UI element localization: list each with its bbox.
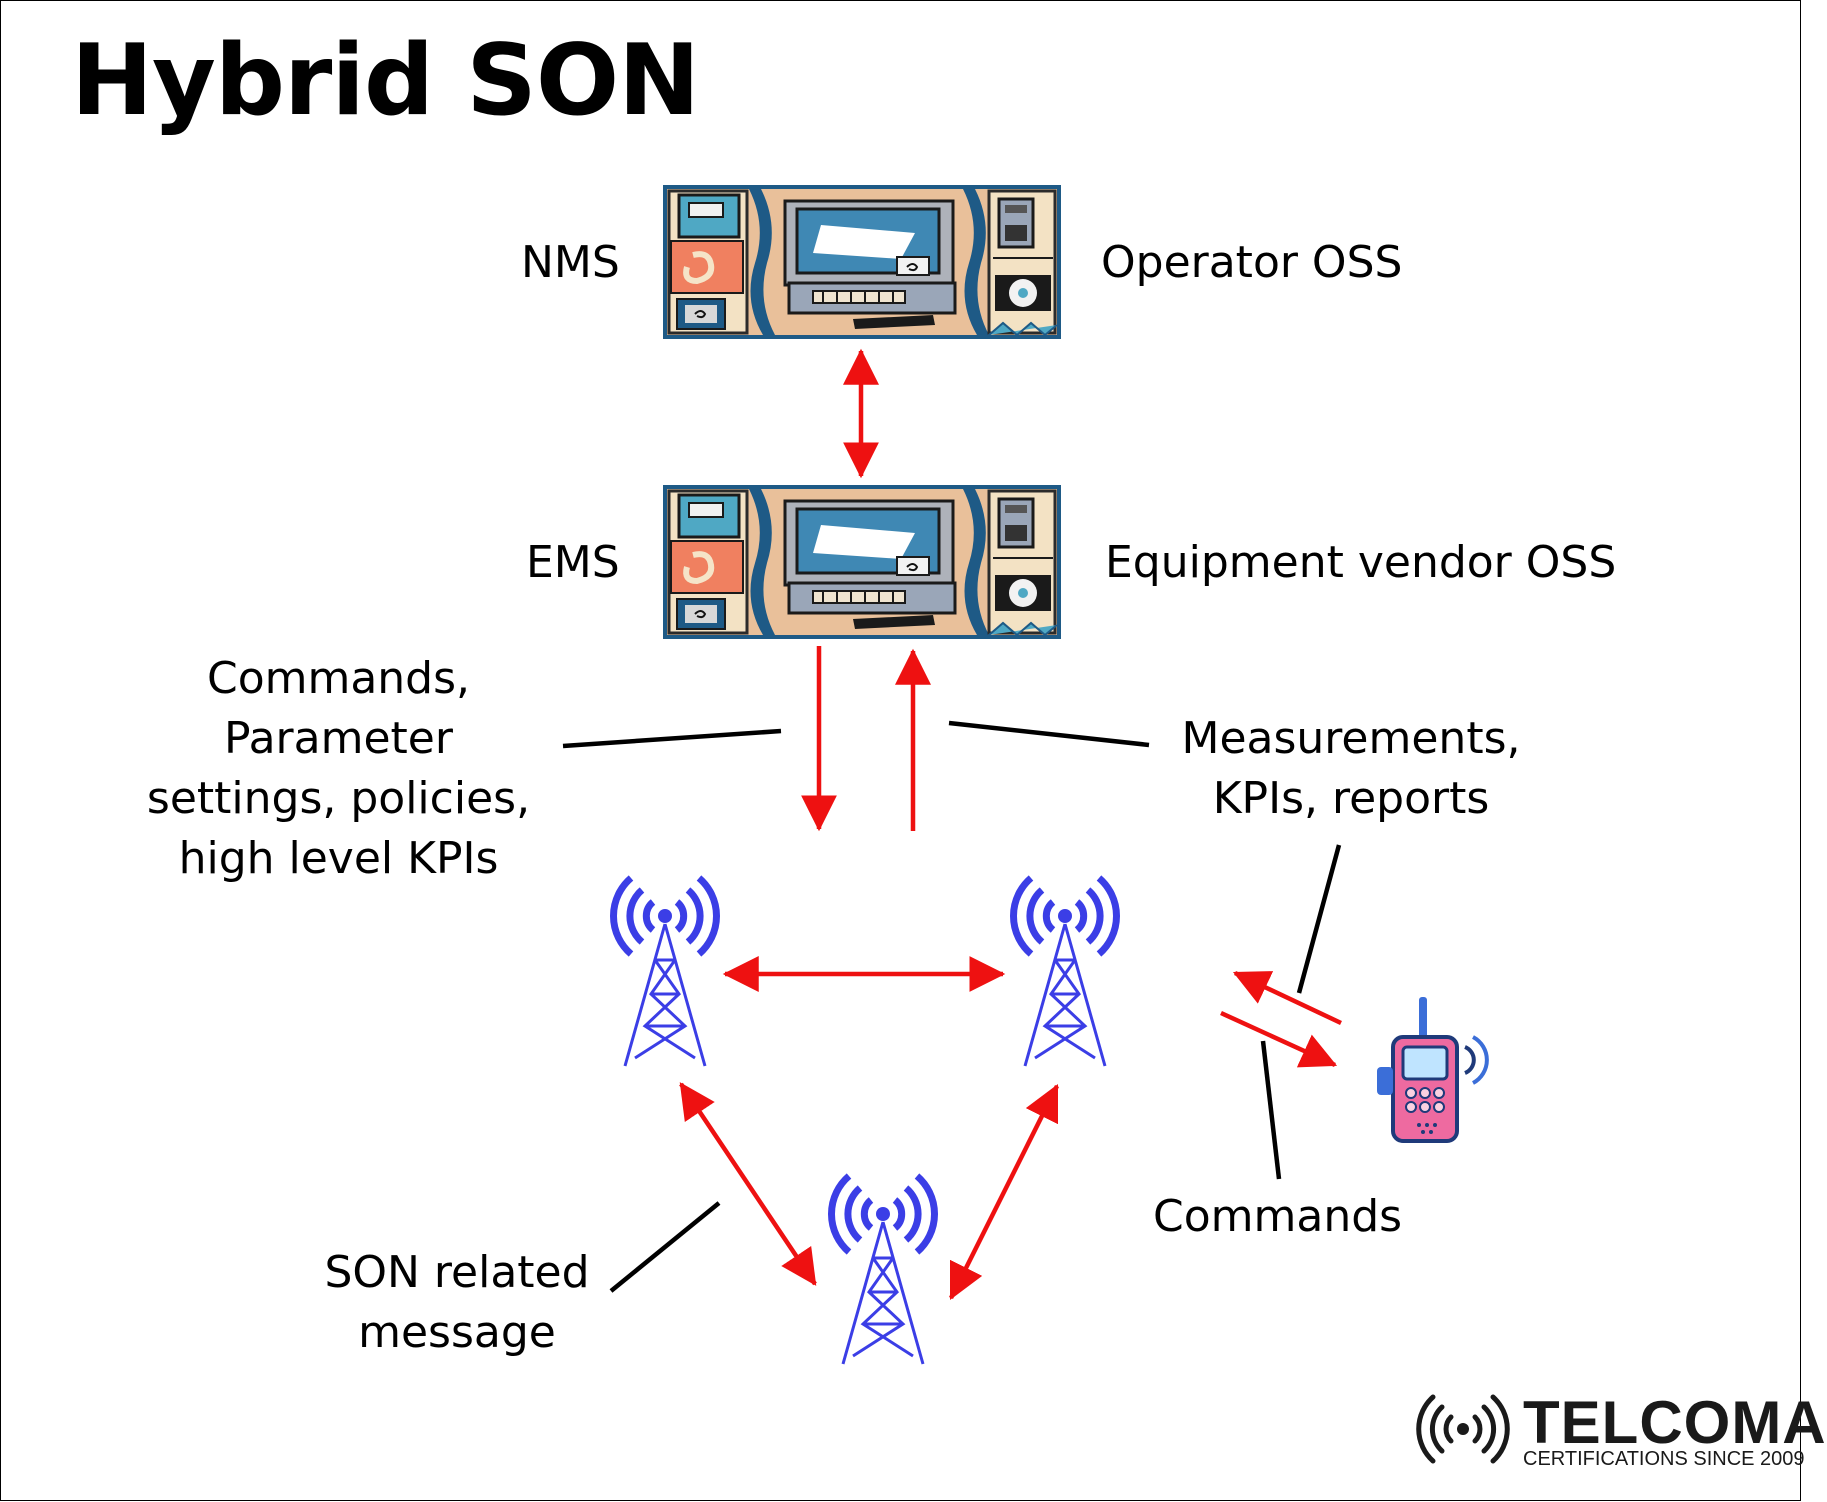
commands-ue-leader-line — [1260, 1040, 1282, 1180]
son-message-leader-line — [609, 1201, 721, 1293]
annotation-line: high level KPIs — [178, 833, 499, 884]
annotation-line: Measurements, — [1181, 713, 1521, 764]
enb-bottom-tower-icon — [831, 1176, 934, 1364]
x2-right-arrow — [948, 1083, 1060, 1301]
commands-leader-line — [562, 728, 782, 749]
measurements-annotation: Measurements, KPIs, reports — [1151, 709, 1551, 829]
son-message-annotation: SON related message — [297, 1243, 617, 1363]
annotation-line: Commands, — [206, 653, 471, 704]
annotation-line: message — [358, 1307, 556, 1358]
logo-tagline: CERTIFICATIONS SINCE 2009 — [1523, 1448, 1805, 1470]
annotation-line: KPIs, reports — [1212, 773, 1490, 824]
commands-ue-annotation: Commands — [1153, 1191, 1403, 1242]
operator-oss-label: Operator OSS — [1101, 237, 1403, 288]
equipment-vendor-oss-label: Equipment vendor OSS — [1105, 537, 1617, 588]
enb-left-tower-icon — [613, 878, 716, 1066]
nms-label: NMS — [521, 237, 620, 288]
telcoma-logo-icon — [1416, 1394, 1510, 1464]
ems-server-icon — [663, 485, 1061, 639]
page-title: Hybrid SON — [71, 24, 700, 138]
commands-parameters-annotation: Commands, Parameter settings, policies, … — [121, 649, 556, 889]
ems-label: EMS — [526, 537, 620, 588]
nms-server-icon — [663, 185, 1061, 339]
logo-wordmark: TELCOMA — [1523, 1389, 1827, 1456]
enb-to-ue-arrow — [1220, 1010, 1338, 1068]
x2-left-arrow — [679, 1082, 817, 1286]
walkie-talkie-icon — [1375, 995, 1489, 1143]
ue-to-enb-arrow — [1232, 970, 1342, 1026]
measurements-ue-leader-line — [1296, 844, 1342, 994]
annotation-line: settings, policies, — [146, 773, 531, 824]
annotation-line: SON related — [324, 1247, 590, 1298]
enb-right-tower-icon — [1013, 878, 1116, 1066]
annotation-line: Parameter — [224, 713, 453, 764]
measurements-leader-line — [948, 720, 1150, 748]
